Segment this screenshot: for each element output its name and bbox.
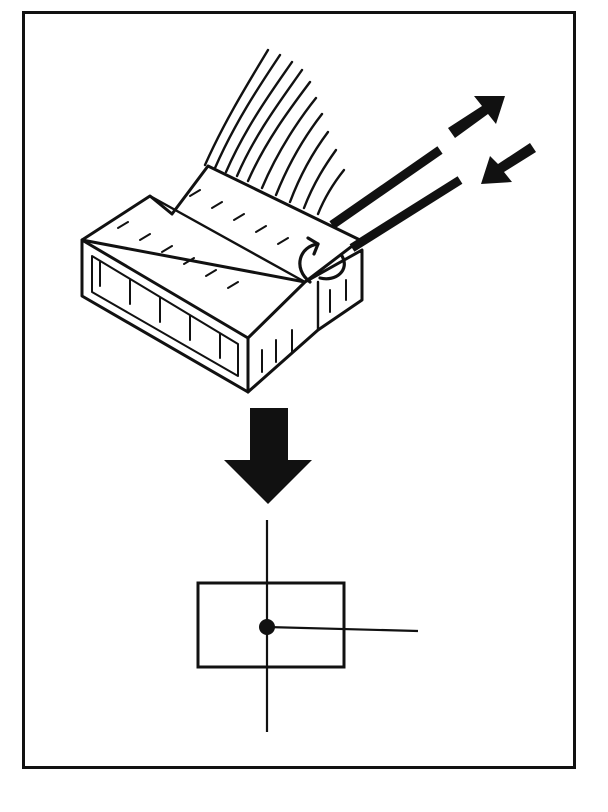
connector-icon <box>80 164 364 394</box>
down-arrow-icon <box>224 408 312 504</box>
signal-in-arrow-icon <box>481 143 536 184</box>
rear-wires <box>329 146 463 252</box>
wires-icon <box>203 48 346 216</box>
signal-out-arrow-icon <box>448 96 505 138</box>
terminal-locking-arrow-icon <box>298 236 346 284</box>
connector-symbol-icon <box>196 520 419 732</box>
